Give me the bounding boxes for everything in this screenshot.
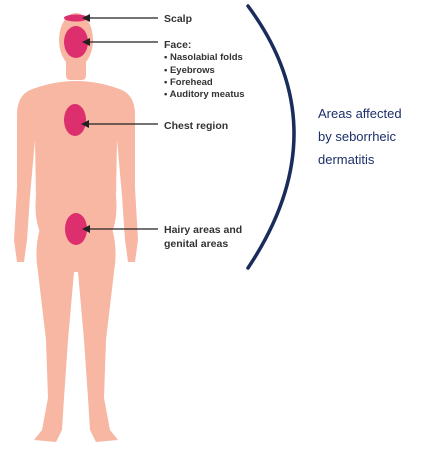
face-area-marker <box>64 26 88 58</box>
pointer-arrows <box>81 14 158 233</box>
human-body-silhouette <box>14 13 138 442</box>
bracket-label-line: dermatitis <box>318 152 375 167</box>
bracket-label-line: Areas affected <box>318 106 402 121</box>
chest-label: Chest region <box>164 120 229 132</box>
face-item-nasolabial: • Nasolabial folds <box>164 52 243 63</box>
face-item-auditory-meatus: • Auditory meatus <box>164 89 245 100</box>
hairy-areas-label: Hairy areas and <box>164 224 243 236</box>
face-item-forehead: • Forehead <box>164 77 213 88</box>
genital-area-marker <box>65 213 87 245</box>
bracket-label: Areas affected by seborrheic dermatitis <box>318 102 402 171</box>
chest-area-marker <box>64 104 86 136</box>
face-item-eyebrows: • Eyebrows <box>164 65 215 76</box>
bracket-label-line: by seborrheic <box>318 129 397 144</box>
face-label: Face: <box>164 39 192 51</box>
scalp-area-marker <box>64 14 88 22</box>
bracket-curve <box>246 4 296 270</box>
genital-areas-label: genital areas <box>164 238 229 250</box>
scalp-label: Scalp <box>164 13 193 25</box>
affected-areas <box>64 14 88 245</box>
